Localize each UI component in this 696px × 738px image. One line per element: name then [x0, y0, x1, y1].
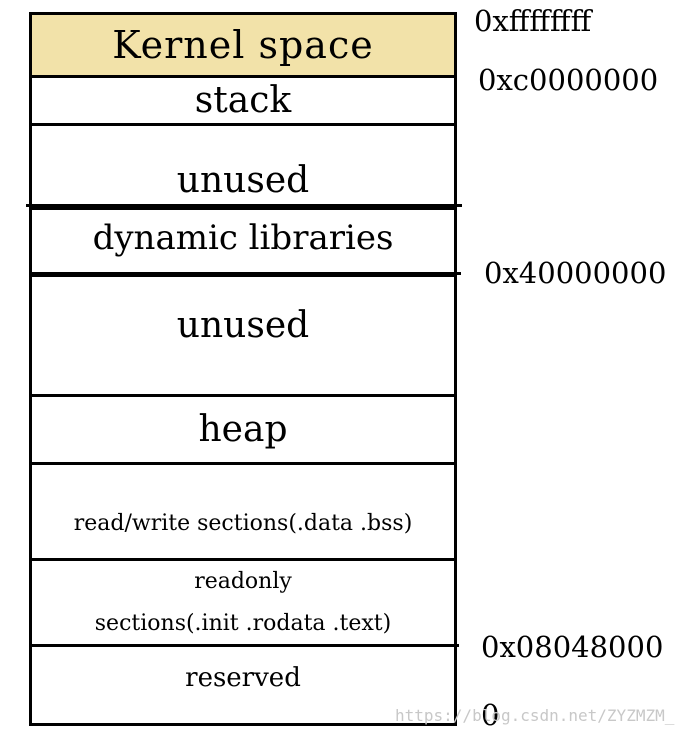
reserved-segment: reserved — [185, 663, 301, 693]
boundary-extension-line-text — [29, 644, 459, 647]
boundary-extension-line-mmap — [29, 272, 461, 275]
boundary-extension-line-dynlib — [26, 204, 462, 207]
read-write-sections-segment: read/write sections(.data .bss) — [32, 465, 454, 561]
kernel-space-segment: Kernel space — [32, 15, 454, 78]
address-label-text-start: 0x08048000 — [481, 630, 664, 664]
readonly-label-line1: readonly — [194, 568, 292, 594]
stack-segment: stack — [32, 78, 454, 126]
address-label-zero: 0 — [481, 698, 500, 732]
heap-segment: heap — [32, 397, 454, 465]
readonly-label-line2: sections(.init .rodata .text) — [94, 610, 392, 636]
watermark: https://blog.csdn.net/ZYZMZM_ — [395, 706, 675, 725]
memory-map: Kernel space stack unused dynamic librar… — [29, 12, 457, 726]
address-label-kernel-start: 0xc0000000 — [478, 63, 659, 97]
unused-upper-segment: unused — [32, 126, 454, 210]
address-label-top: 0xffffffff — [474, 4, 592, 38]
readonly-sections-segment: readonly sections(.init .rodata .text) — [32, 561, 454, 647]
address-label-mmap-base: 0x40000000 — [484, 256, 667, 290]
dynamic-libraries-segment: dynamic libraries — [32, 210, 454, 277]
unused-lower-segment: unused — [32, 277, 454, 397]
